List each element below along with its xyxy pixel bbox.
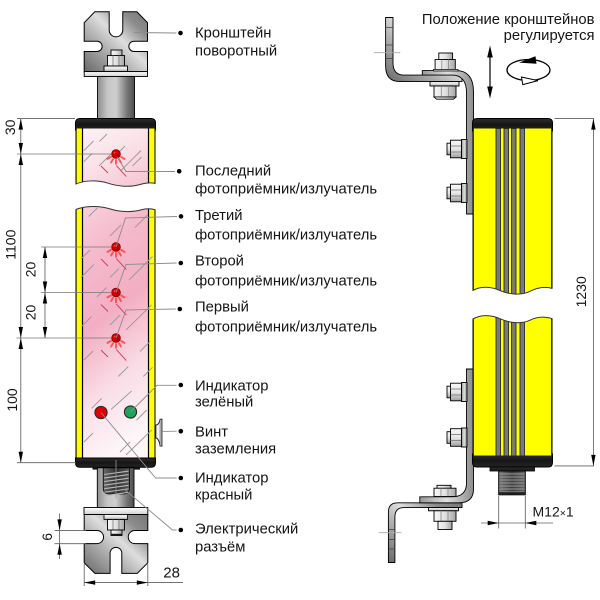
svg-text:фотоприёмник/излучатель: фотоприёмник/излучатель (195, 228, 377, 244)
svg-text:30: 30 (2, 119, 18, 135)
svg-text:1100: 1100 (2, 229, 18, 259)
svg-text:Последний: Последний (195, 164, 271, 180)
svg-text:регулируется: регулируется (504, 28, 595, 44)
svg-text:разъём: разъём (195, 540, 245, 556)
svg-text:Индикатор: Индикатор (195, 379, 268, 395)
svg-text:Второй: Второй (195, 254, 244, 270)
svg-text:зелёный: зелёный (195, 395, 253, 411)
svg-text:поворотный: поворотный (195, 44, 277, 60)
svg-text:20: 20 (23, 262, 39, 278)
svg-text:фотоприёмник/излучатель: фотоприёмник/излучатель (195, 274, 377, 290)
svg-text:Положение кронштейнов: Положение кронштейнов (422, 12, 595, 28)
svg-text:заземления: заземления (195, 442, 276, 458)
svg-text:Электрический: Электрический (195, 522, 298, 538)
svg-text:1230: 1230 (573, 276, 589, 307)
svg-text:Первый: Первый (195, 300, 249, 316)
svg-text:Винт: Винт (195, 424, 228, 440)
svg-text:28: 28 (163, 564, 180, 581)
svg-text:Кронштейн: Кронштейн (195, 26, 271, 42)
svg-text:фотоприёмник/излучатель: фотоприёмник/излучатель (195, 182, 377, 198)
svg-text:M12×1: M12×1 (533, 504, 574, 520)
svg-text:Индикатор: Индикатор (195, 471, 268, 487)
svg-text:20: 20 (23, 305, 39, 321)
svg-text:красный: красный (195, 488, 252, 504)
svg-text:Третий: Третий (195, 208, 242, 224)
svg-text:100: 100 (4, 388, 20, 412)
svg-text:6: 6 (39, 533, 55, 541)
svg-text:фотоприёмник/излучатель: фотоприёмник/излучатель (195, 320, 377, 336)
